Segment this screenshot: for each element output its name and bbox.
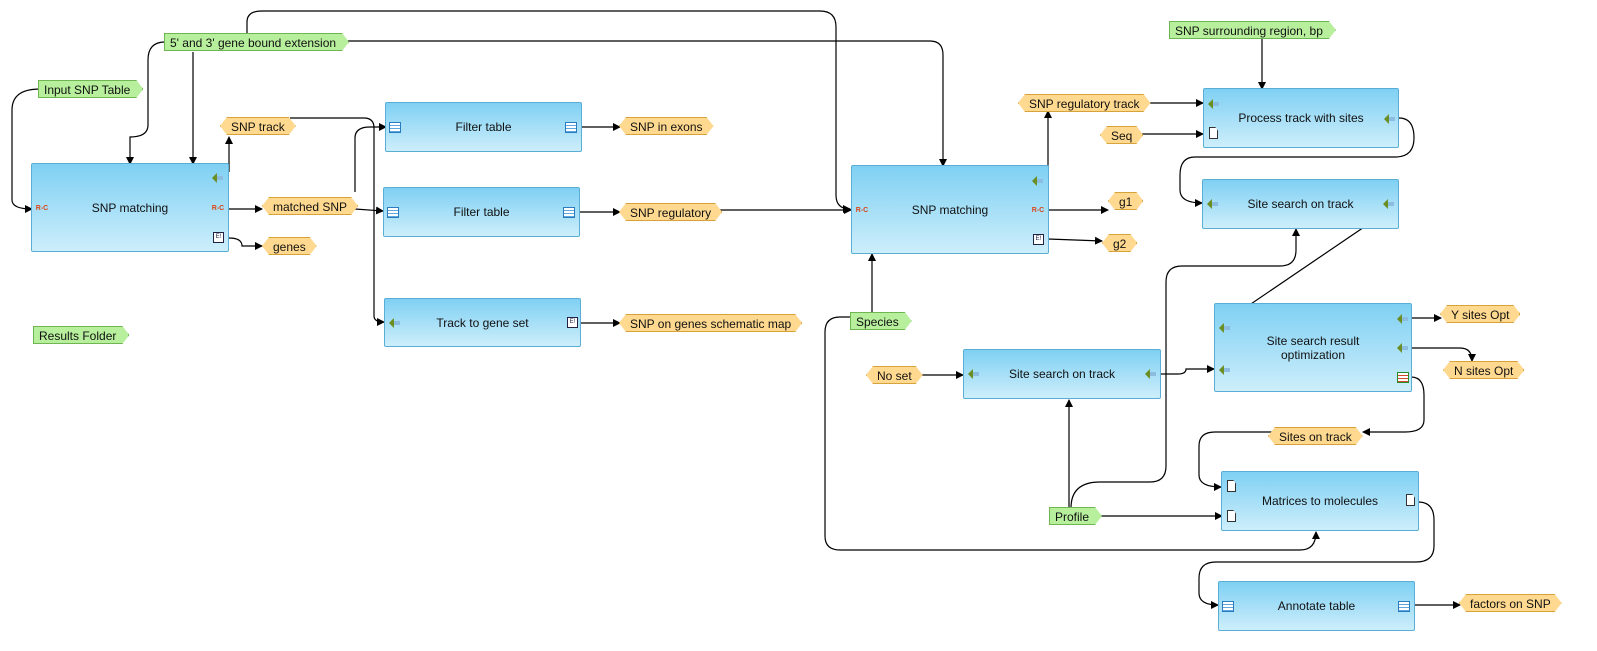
data-y-sites-opt[interactable]: Y sites Opt bbox=[1440, 305, 1520, 323]
molecules-out-port-icon bbox=[1406, 494, 1415, 506]
wire-opt-to-nsites bbox=[1411, 347, 1476, 362]
param-gene-bound-extension[interactable]: 5' and 3' gene bound extension bbox=[164, 33, 349, 51]
data-g2[interactable]: g2 bbox=[1102, 234, 1137, 252]
data-genes[interactable]: genes bbox=[262, 237, 317, 255]
table-out-port-icon: R-C bbox=[211, 205, 225, 212]
node-label: Site search result optimization bbox=[1266, 333, 1360, 362]
matrices-to-molecules-node[interactable]: Matrices to molecules bbox=[1221, 471, 1419, 531]
geneset-out-port-icon: E! bbox=[1033, 234, 1044, 245]
data-snp-on-genes-map[interactable]: SNP on genes schematic map bbox=[619, 314, 802, 332]
track-in-port-icon bbox=[1219, 323, 1230, 333]
param-input-snp-table[interactable]: Input SNP Table bbox=[38, 80, 143, 98]
table-in-port-icon bbox=[1222, 601, 1234, 612]
wire-matched-to-filter2 bbox=[354, 206, 384, 215]
node-label: Site search on track bbox=[1008, 367, 1116, 381]
data-seq[interactable]: Seq bbox=[1100, 126, 1143, 144]
track-in-port-icon bbox=[1208, 99, 1219, 109]
wire-process-to-sitesearch1 bbox=[1179, 117, 1415, 207]
data-g1[interactable]: g1 bbox=[1108, 192, 1143, 210]
track-to-gene-set-node[interactable]: Track to gene set E! bbox=[384, 298, 581, 347]
data-no-set[interactable]: No set bbox=[866, 366, 923, 384]
node-label: Annotate table bbox=[1277, 599, 1356, 613]
geneset-out-port-icon: E! bbox=[567, 317, 578, 328]
wire-opt-to-sitesontrack bbox=[1362, 376, 1425, 436]
wire-bound-to-snpmatch2-a bbox=[246, 10, 851, 213]
table-in-port-icon bbox=[387, 207, 399, 218]
data-sites-on-track[interactable]: Sites on track bbox=[1268, 427, 1363, 445]
node-label: Site search on track bbox=[1247, 197, 1354, 211]
annotate-table-node[interactable]: Annotate table bbox=[1218, 581, 1415, 631]
track-in-port-icon bbox=[1219, 365, 1230, 375]
wire-sitesontrack-to-matrices bbox=[1198, 431, 1272, 491]
table-out-port-icon bbox=[563, 207, 575, 218]
track-out-port-icon bbox=[1384, 114, 1395, 124]
data-factors-on-snp[interactable]: factors on SNP bbox=[1459, 594, 1562, 612]
table-out-port-icon bbox=[565, 122, 577, 133]
table-out-port-icon bbox=[1398, 601, 1410, 612]
data-matched-snp[interactable]: matched SNP bbox=[262, 197, 358, 215]
site-search-2-node[interactable]: Site search on track bbox=[963, 349, 1161, 399]
track-in-port-icon bbox=[212, 173, 223, 183]
node-label: SNP matching bbox=[911, 202, 989, 217]
param-species[interactable]: Species bbox=[850, 312, 912, 330]
sequence-in-port-icon bbox=[1209, 127, 1218, 139]
wire-profile-to-sitesearch1 bbox=[1070, 228, 1300, 509]
node-label: Matrices to molecules bbox=[1261, 494, 1379, 508]
node-label: Filter table bbox=[453, 205, 510, 219]
param-snp-surrounding-region[interactable]: SNP surrounding region, bp bbox=[1169, 21, 1336, 39]
param-results-folder[interactable]: Results Folder bbox=[33, 326, 129, 344]
node-label: Track to gene set bbox=[436, 315, 529, 330]
filter-table-1-node[interactable]: Filter table bbox=[385, 102, 582, 152]
filter-table-2-node[interactable]: Filter table bbox=[383, 187, 580, 237]
track-out-port-icon bbox=[1397, 343, 1408, 353]
process-track-node[interactable]: Process track with sites bbox=[1203, 88, 1399, 148]
wire-matrices-to-annotate bbox=[1198, 501, 1435, 609]
node-label: SNP matching bbox=[91, 200, 169, 215]
snp-matching-2-node[interactable]: SNP matching R-C R-C E! bbox=[851, 165, 1049, 254]
track-in-port-icon bbox=[389, 318, 400, 328]
table-in-port-icon: R-C bbox=[855, 207, 869, 214]
data-snp-in-exons[interactable]: SNP in exons bbox=[619, 117, 714, 135]
profile-in-port-icon bbox=[1227, 510, 1236, 522]
param-profile[interactable]: Profile bbox=[1049, 507, 1102, 525]
site-search-optimization-node[interactable]: Site search result optimization bbox=[1214, 303, 1412, 392]
wire-matched-to-filter1 bbox=[354, 123, 387, 192]
table-out-port-icon bbox=[1397, 372, 1409, 383]
wire-snptrack-to-filter1 bbox=[290, 117, 385, 326]
wire-input-to-snpmatch1 bbox=[11, 88, 41, 213]
data-n-sites-opt[interactable]: N sites Opt bbox=[1443, 361, 1524, 379]
wire-bound-to-snpmatch2-b bbox=[340, 40, 947, 167]
track-out-port-icon bbox=[1397, 314, 1408, 324]
track-in-port-icon bbox=[1207, 199, 1218, 209]
matrix-in-port-icon bbox=[1227, 480, 1236, 492]
table-in-port-icon bbox=[389, 122, 401, 133]
wire-snpmatch1-to-genes bbox=[228, 237, 263, 250]
geneset-out-port-icon: E! bbox=[213, 232, 224, 243]
table-in-port-icon: R-C bbox=[35, 205, 49, 212]
data-snp-regulatory-track[interactable]: SNP regulatory track bbox=[1018, 94, 1151, 112]
wire-snpmatch2-to-g2 bbox=[1047, 236, 1103, 245]
wire-species-to-matrices bbox=[824, 316, 1320, 551]
wire-bound-to-snpmatch1-a bbox=[126, 41, 166, 165]
wire-sitesearch2-to-opt bbox=[1160, 365, 1215, 375]
track-in-port-icon bbox=[968, 369, 979, 379]
track-out-port-icon bbox=[1383, 199, 1394, 209]
track-in-port-icon bbox=[1032, 176, 1043, 186]
node-label: Process track with sites bbox=[1238, 111, 1364, 125]
track-out-port-icon bbox=[1145, 369, 1156, 379]
data-snp-track[interactable]: SNP track bbox=[220, 117, 296, 135]
snp-matching-1-node[interactable]: SNP matching R-C R-C E! bbox=[31, 163, 229, 252]
data-snp-regulatory[interactable]: SNP regulatory bbox=[619, 203, 722, 221]
node-label: Filter table bbox=[455, 120, 512, 134]
site-search-1-node[interactable]: Site search on track bbox=[1202, 179, 1399, 229]
table-out-port-icon: R-C bbox=[1031, 207, 1045, 214]
